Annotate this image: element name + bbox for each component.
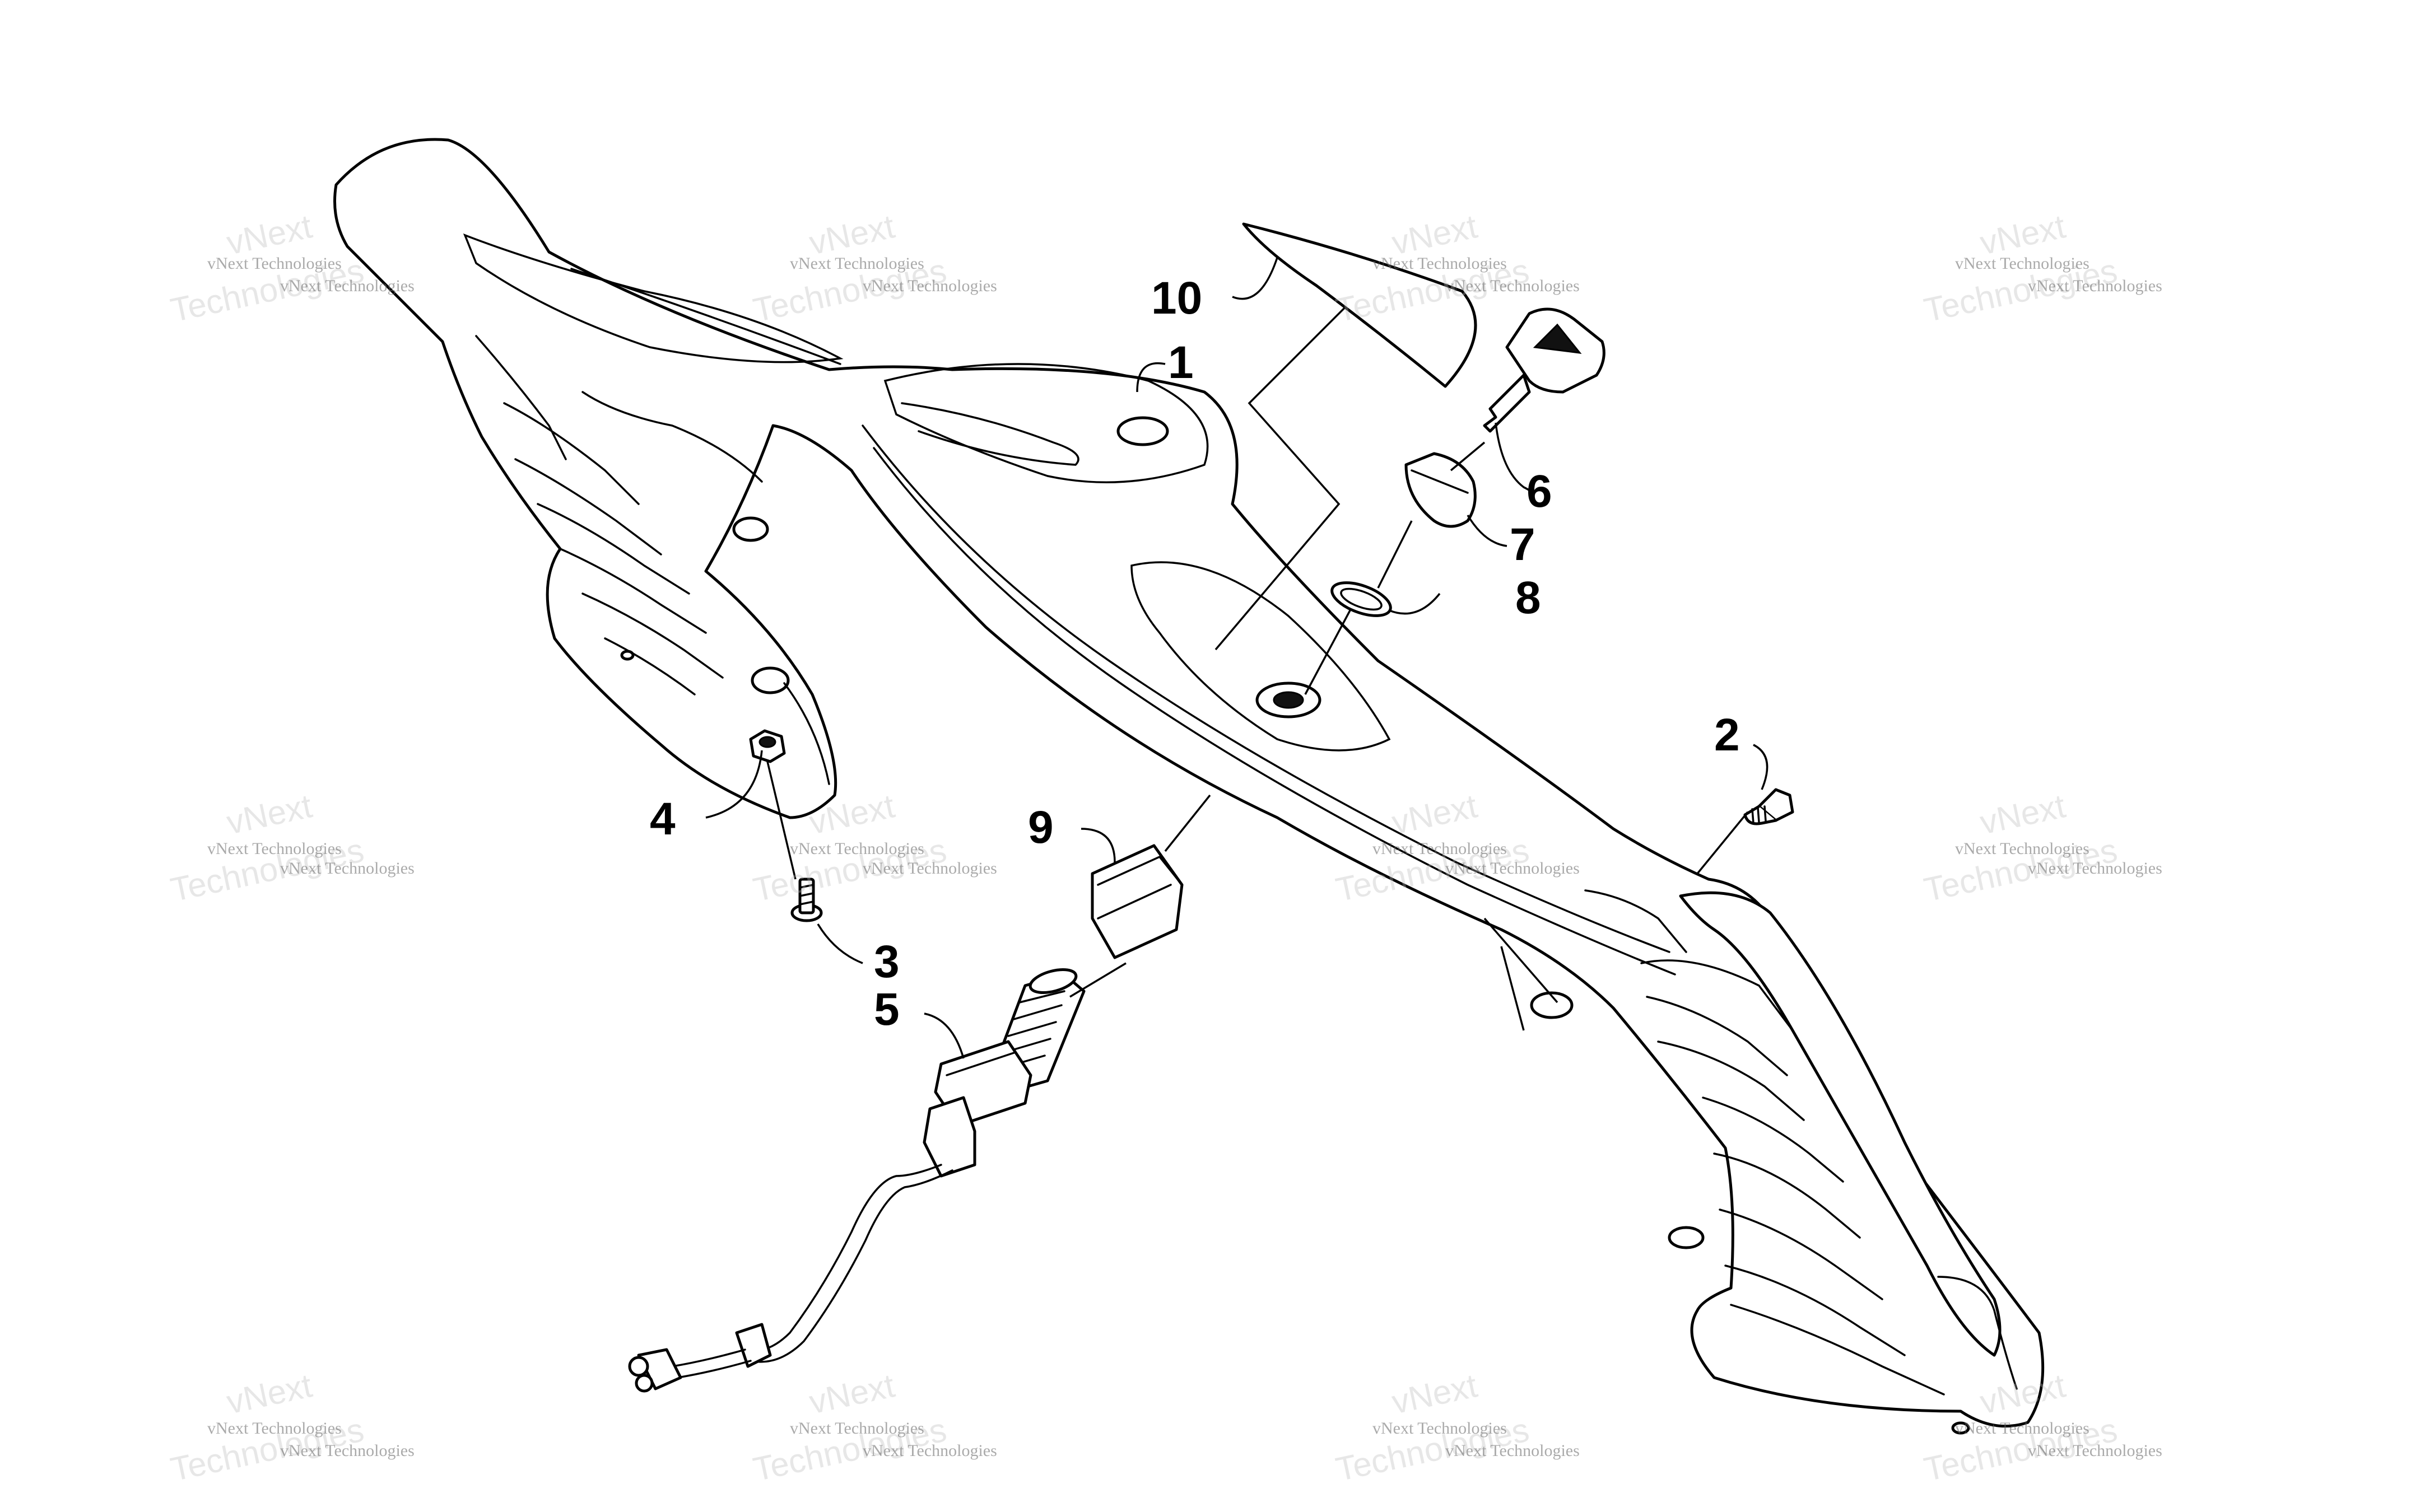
callout-3: 3	[874, 936, 900, 987]
watermark-text: vNext Technologies	[207, 839, 342, 858]
watermark-big: vNext	[806, 1366, 898, 1421]
watermark-text: vNext Technologies	[863, 1441, 997, 1460]
callout-2: 2	[1714, 710, 1740, 760]
cap-part-7	[1404, 452, 1477, 528]
bolt-part-3	[790, 878, 823, 922]
watermark-big: vNext	[1977, 787, 2069, 841]
leader-lines	[705, 257, 1769, 1059]
watermark-text: vNext Technologies	[1955, 1419, 2089, 1438]
callout-4: 4	[650, 794, 676, 844]
ring-part-8	[1330, 581, 1392, 617]
watermark-text: vNext Technologies	[280, 277, 415, 295]
watermark-text: vNext Technologies	[1955, 839, 2089, 858]
watermark-text: vNext Technologies	[1445, 277, 1580, 295]
switch-part-5	[628, 968, 1086, 1393]
decal-part-10	[1242, 222, 1477, 388]
watermark-text: vNext Technologies	[1445, 859, 1580, 878]
watermark-text: vNext Technologies	[280, 859, 415, 878]
callout-9: 9	[1028, 802, 1054, 853]
watermark-text: vNext Technologies	[2028, 859, 2162, 878]
callout-labels: 10 1 6 7 8 2 4 9 3 5	[650, 273, 1740, 1035]
watermark-text: vNext Technologies	[863, 277, 997, 295]
screw-part-2	[1743, 788, 1794, 825]
watermark-big: vNext	[224, 1366, 315, 1421]
watermark-text: vNext Technologies	[790, 839, 924, 858]
watermark-text: vNext Technologies	[1372, 1419, 1507, 1438]
watermark-text: vNext Technologies	[2028, 277, 2162, 295]
callout-10: 10	[1151, 273, 1202, 324]
watermark-text: vNext Technologies	[1372, 254, 1507, 273]
bushing-part-9	[1091, 844, 1184, 959]
watermark-text: vNext Technologies	[863, 859, 997, 878]
callout-6: 6	[1527, 466, 1552, 517]
callout-5: 5	[874, 984, 900, 1035]
key-part-6	[1483, 307, 1605, 433]
watermark-text: vNext Technologies	[280, 1441, 415, 1460]
watermark-big: vNext	[224, 787, 315, 841]
watermark-text: vNext Technologies	[790, 1419, 924, 1438]
callout-1: 1	[1168, 337, 1194, 388]
console-part-1	[333, 138, 2045, 1435]
watermark-text: vNext Technologies	[207, 1419, 342, 1438]
watermark-text: vNext Technologies	[1445, 1441, 1580, 1460]
watermark-big: vNext	[1389, 1366, 1481, 1421]
watermark-text: vNext Technologies	[790, 254, 924, 273]
nut-part-4	[749, 729, 786, 763]
callout-7: 7	[1510, 519, 1535, 570]
watermark-text: vNext Technologies	[207, 254, 342, 273]
callout-8: 8	[1515, 572, 1541, 623]
watermark-text: vNext Technologies	[2028, 1441, 2162, 1460]
watermark-text: vNext Technologies	[1955, 254, 2089, 273]
watermark-text: vNext Technologies	[1372, 839, 1507, 858]
